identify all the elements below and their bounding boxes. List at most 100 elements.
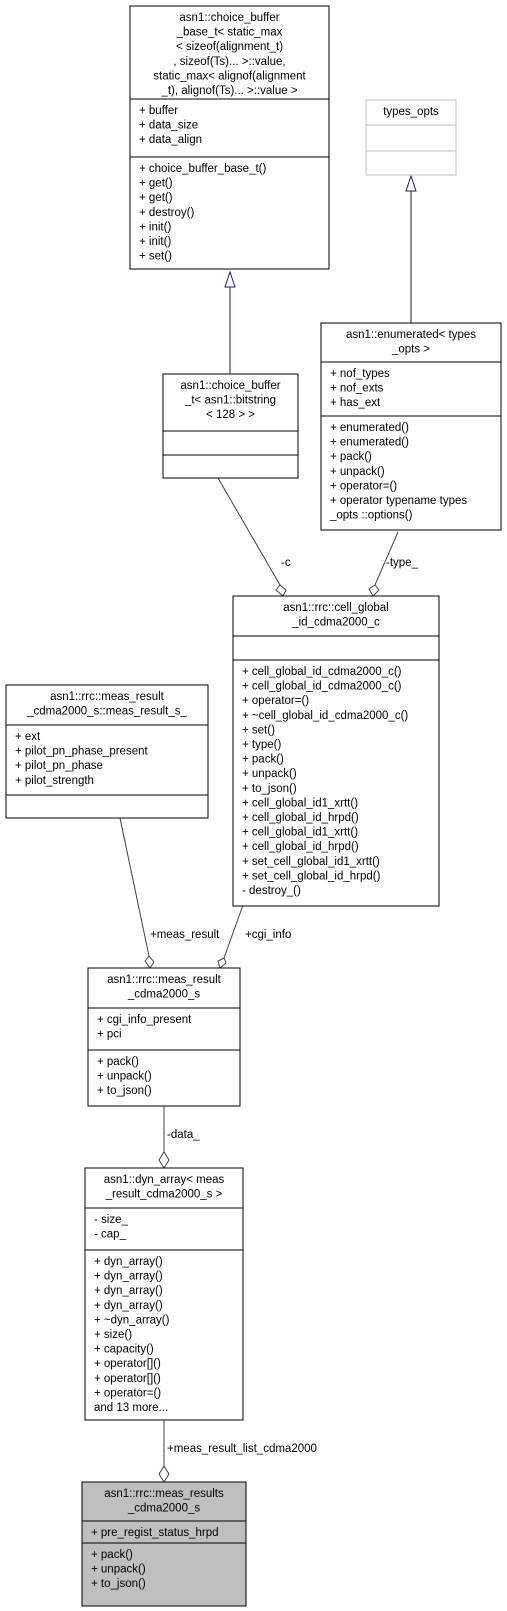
class-method: + operator[]() — [94, 1358, 161, 1370]
edge-label-type: -type_ — [386, 557, 419, 569]
class-box-choice-buffer-bitstring[interactable]: asn1::choice_buffer_t< asn1::bitstring< … — [162, 373, 299, 479]
class-title-line: asn1::rrc::meas_results — [104, 1488, 224, 1500]
class-method: + set() — [139, 251, 172, 263]
association-edge-meas-result — [119, 817, 150, 957]
association-edge-c — [217, 477, 281, 586]
class-method: + enumerated() — [330, 437, 409, 449]
class-method: + ~cell_global_id_cdma2000_c() — [242, 710, 408, 722]
class-method: + set_cell_global_id1_xrtt() — [242, 856, 380, 868]
class-box-frame — [129, 5, 330, 270]
class-method: + pack() — [91, 1549, 133, 1561]
class-method: + dyn_array() — [94, 1256, 163, 1268]
class-box-meas-result-cdma2000[interactable]: asn1::rrc::meas_result_cdma2000_s+ cgi_i… — [87, 967, 241, 1107]
aggregation-diamond-list — [158, 1465, 170, 1483]
edges — [119, 174, 417, 1483]
class-attribute: + buffer — [139, 105, 178, 117]
class-method: + to_json() — [97, 1085, 152, 1097]
class-method: + get() — [139, 192, 173, 204]
class-method: + to_json() — [91, 1578, 146, 1590]
class-title-line: types_opts — [383, 106, 439, 118]
class-title-line: _cdma2000_s — [127, 989, 200, 1001]
class-attribute: - size_ — [94, 1214, 128, 1226]
association-edge-type — [374, 531, 399, 586]
class-method: and 13 more... — [94, 1402, 168, 1414]
class-attribute: + pilot_strength — [15, 775, 94, 787]
class-method: + unpack() — [91, 1564, 146, 1576]
class-method: + init() — [139, 236, 171, 248]
class-attribute: + pilot_pn_phase_present — [15, 746, 148, 758]
class-title-line: , sizeof(Ts)... >::value, — [173, 56, 285, 68]
class-title-line: _cdma2000_s::meas_result_s_ — [26, 706, 187, 718]
class-method: + cell_global_id_cdma2000_c() — [242, 681, 402, 693]
class-method: + cell_global_id_hrpd() — [242, 841, 359, 853]
edge-label-cgi-info: +cgi_info — [245, 929, 291, 941]
class-title-line: _opts > — [391, 344, 430, 356]
class-method: + set_cell_global_id_hrpd() — [242, 870, 381, 882]
class-box-meas-result-s[interactable]: asn1::rrc::meas_result_cdma2000_s::meas_… — [5, 684, 209, 819]
inheritance-arrowhead-types-opts — [405, 174, 417, 192]
class-method: + cell_global_id_hrpd() — [242, 812, 359, 824]
class-box-frame — [162, 373, 299, 479]
class-box-types-opts[interactable]: types_opts — [365, 99, 457, 176]
class-method: + operator typename types — [330, 495, 467, 507]
class-title-line: _t), alignof(Ts)... >::value > — [160, 85, 297, 97]
class-method: + destroy() — [139, 207, 194, 219]
class-method: + operator=() — [330, 480, 397, 492]
class-method: + pack() — [242, 754, 284, 766]
class-attribute: - cap_ — [94, 1229, 127, 1241]
class-box-frame — [84, 1167, 244, 1421]
class-title-line: asn1::rrc::cell_global — [283, 602, 388, 614]
association-edge-cgi-info — [223, 904, 244, 959]
class-box-frame — [232, 595, 440, 907]
aggregation-diamond-meas-result — [144, 955, 155, 969]
class-boxes: asn1::choice_buffer_base_t< static_max< … — [5, 5, 502, 1607]
class-title-line: _t< asn1::bitstring — [184, 395, 276, 407]
aggregation-diamond-c — [275, 584, 287, 597]
class-title-line: _base_t< static_max — [176, 27, 283, 39]
class-box-cell-global-id[interactable]: asn1::rrc::cell_global_id_cdma2000_c+ ce… — [232, 595, 440, 907]
class-method: + operator[]() — [94, 1373, 161, 1385]
class-title-line: asn1::enumerated< types — [346, 329, 476, 341]
edge-label-c: -c — [281, 557, 291, 569]
class-method: + pack() — [330, 451, 372, 463]
class-attribute: + has_ext — [330, 397, 381, 409]
class-method: + capacity() — [94, 1344, 154, 1356]
class-title-line: asn1::rrc::meas_result — [50, 691, 165, 703]
class-method: + set() — [242, 724, 275, 736]
class-attribute: + pci — [97, 1029, 122, 1041]
class-title-line: _id_cdma2000_c — [291, 617, 380, 629]
class-method: + cell_global_id1_xrtt() — [242, 827, 358, 839]
class-method: + dyn_array() — [94, 1271, 163, 1283]
class-box-frame — [5, 684, 209, 819]
class-title-line: _cdma2000_s — [127, 1503, 200, 1515]
class-box-choice-buffer-base[interactable]: asn1::choice_buffer_base_t< static_max< … — [129, 5, 330, 270]
class-attribute: + nof_types — [330, 368, 390, 380]
class-method: _opts ::options() — [329, 510, 413, 522]
class-method: + cell_global_id_cdma2000_c() — [242, 666, 402, 678]
class-attribute: + data_size — [139, 120, 198, 132]
class-box-dyn-array[interactable]: asn1::dyn_array< meas_result_cdma2000_s … — [84, 1167, 244, 1421]
class-box-frame — [365, 99, 457, 176]
aggregation-diamond-type — [368, 584, 380, 597]
class-method: - destroy_() — [242, 885, 301, 897]
class-box-enumerated-types-opts[interactable]: asn1::enumerated< types_opts >+ nof_type… — [320, 322, 502, 531]
class-method: + dyn_array() — [94, 1285, 163, 1297]
inheritance-arrowhead-choice-buffer — [224, 270, 236, 288]
class-method: + pack() — [97, 1056, 139, 1068]
class-method: + choice_buffer_base_t() — [139, 163, 267, 175]
class-box-frame — [87, 967, 241, 1107]
aggregation-diamond-data — [158, 1151, 170, 1169]
class-method: + size() — [94, 1329, 132, 1341]
class-box-meas-results[interactable]: asn1::rrc::meas_results_cdma2000_s+ pre_… — [81, 1481, 247, 1607]
class-method: + unpack() — [330, 466, 385, 478]
edge-label-list: +meas_result_list_cdma2000 — [167, 1443, 317, 1455]
class-method: + operator=() — [94, 1387, 161, 1399]
class-method: + unpack() — [97, 1071, 152, 1083]
class-attribute: + ext — [15, 731, 41, 743]
class-method: + unpack() — [242, 768, 297, 780]
class-method: + type() — [242, 739, 281, 751]
class-title-line: asn1::choice_buffer — [180, 380, 280, 392]
class-attribute: + pre_regist_status_hrpd — [91, 1527, 219, 1539]
class-method: + cell_global_id1_xrtt() — [242, 797, 358, 809]
